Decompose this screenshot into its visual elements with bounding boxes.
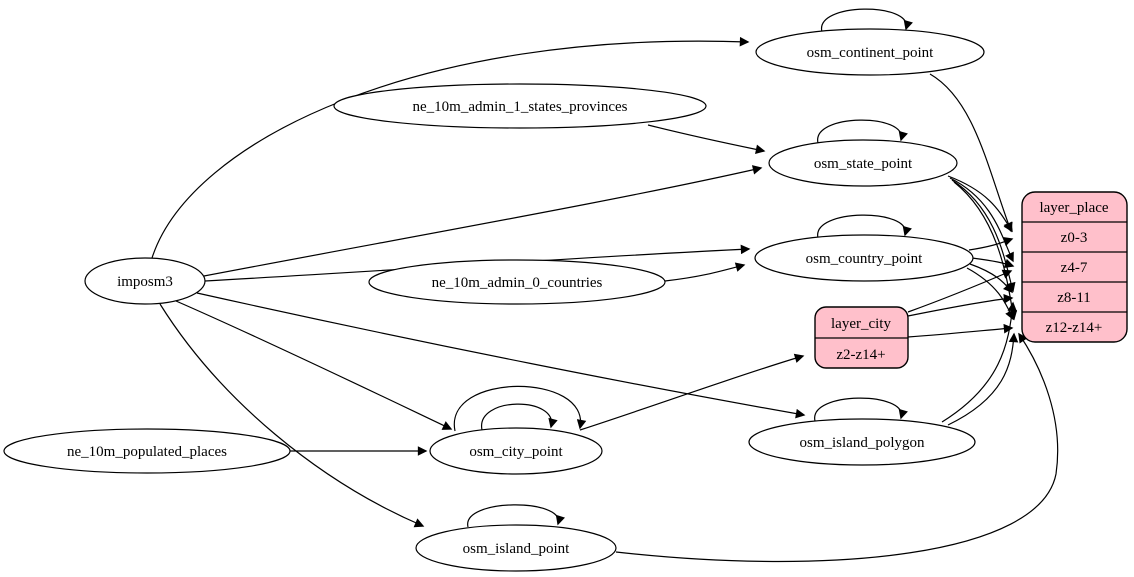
record-row-layer_city-z2-z14: z2-z14+: [836, 347, 885, 363]
edge-osm_continent_point-z0-3: [929, 73, 1013, 233]
self-loop-osm_island_point: [467, 504, 565, 528]
node-ellipse-imposm3: [84, 257, 206, 305]
node-osm_country_point: osm_country_point: [754, 234, 974, 282]
nodes-group: imposm3 ne_10m_admin_1_states_provinces …: [3, 28, 985, 572]
node-ellipse-ne_10m_admin_1_states_provinces: [333, 83, 707, 129]
self-loop-osm_state_point: [817, 119, 908, 144]
edge-osm_island_polygon-z12-z14: [947, 332, 1019, 426]
edge-osm_state_point-z4-7: [949, 177, 1014, 263]
record-layer_place: layer_place z0-3 z4-7 z8-11 z12-z14+: [1021, 191, 1128, 343]
edge-osm_state_point-z0-3: [947, 175, 1013, 233]
edge-osm_country_point-z8-11: [969, 263, 1013, 294]
node-label-ne_10m_populated_places: ne_10m_populated_places: [67, 444, 227, 460]
record-row-layer_place-z12-z14: z12-z14+: [1046, 320, 1103, 336]
edge-osm_island_point-z12-z14: [615, 332, 1059, 563]
record-row-layer_place-z8-11: z8-11: [1057, 290, 1091, 306]
record-row-layer_place-z0-3: z0-3: [1061, 230, 1088, 246]
node-label-osm_city_point: osm_city_point: [469, 444, 563, 460]
record-title-layer_city: layer_city: [831, 316, 891, 332]
self-loop-inner-osm_city_point: [481, 403, 558, 431]
edge-osm_state_point-z8-11: [951, 179, 1016, 293]
self-loop-outer-osm_city_point: [453, 385, 587, 432]
edge-layer_city-z4-7: [907, 269, 1013, 313]
edge-layer_city-z12-z14: [907, 323, 1014, 338]
self-loop-osm_island_polygon: [814, 397, 908, 422]
node-osm_island_polygon: osm_island_polygon: [748, 418, 976, 466]
edges-group: [151, 8, 1059, 563]
node-label-osm_island_polygon: osm_island_polygon: [799, 435, 925, 451]
node-label-imposm3: imposm3: [117, 274, 173, 290]
edge-imposm3-osm_city_point: [175, 300, 453, 430]
node-ellipse-ne_10m_populated_places: [3, 428, 291, 474]
record-layer_city: layer_city z2-z14+: [814, 306, 909, 369]
node-osm_island_point: osm_island_point: [415, 524, 617, 572]
node-label-osm_island_point: osm_island_point: [463, 541, 571, 557]
edge-imposm3-osm_island_point: [159, 303, 425, 528]
node-ellipse-ne_10m_admin_0_countries: [368, 259, 666, 305]
edge-ne_10m_admin_1_states_provinces-osm_state_point: [647, 124, 766, 155]
node-ne_10m_admin_0_countries: ne_10m_admin_0_countries: [368, 259, 666, 305]
edge-imposm3-osm_island_polygon: [196, 292, 806, 419]
node-ellipse-osm_island_polygon: [748, 418, 976, 466]
node-label-ne_10m_admin_1_states_provinces: ne_10m_admin_1_states_provinces: [413, 99, 628, 115]
record-title-layer_place: layer_place: [1039, 200, 1108, 216]
node-osm_state_point: osm_state_point: [768, 139, 958, 187]
node-ellipse-osm_continent_point: [755, 28, 985, 76]
edge-imposm3-osm_state_point: [203, 165, 763, 277]
node-osm_continent_point: osm_continent_point: [755, 28, 985, 76]
self-loop-osm_country_point: [817, 214, 912, 239]
node-imposm3: imposm3: [84, 257, 206, 305]
self-loop-osm_continent_point: [821, 8, 913, 33]
record-row-layer_place-z4-7: z4-7: [1061, 260, 1088, 276]
node-ellipse-osm_island_point: [415, 524, 617, 572]
edge-imposm3-osm_continent_point: [151, 36, 750, 259]
edge-ne_10m_admin_0_countries-osm_country_point: [664, 262, 746, 282]
edge-osm_island_polygon-z8-11: [941, 301, 1018, 423]
record-box-layer_place: [1021, 191, 1128, 343]
node-ne_10m_populated_places: ne_10m_populated_places: [3, 428, 291, 474]
node-label-osm_country_point: osm_country_point: [806, 251, 923, 267]
edge-layer_city-z8-11: [907, 294, 1014, 317]
node-ellipse-osm_city_point: [429, 427, 603, 475]
edge-osm_country_point-z4-7: [971, 257, 1015, 268]
node-label-ne_10m_admin_0_countries: ne_10m_admin_0_countries: [432, 275, 603, 291]
node-ne_10m_admin_1_states_provinces: ne_10m_admin_1_states_provinces: [333, 83, 707, 129]
node-ellipse-osm_country_point: [754, 234, 974, 282]
node-osm_city_point: osm_city_point: [429, 427, 603, 475]
edge-osm_city_point-layer_city: [579, 353, 805, 431]
node-label-osm_state_point: osm_state_point: [814, 156, 913, 172]
node-label-osm_continent_point: osm_continent_point: [807, 45, 934, 61]
node-ellipse-osm_state_point: [768, 139, 958, 187]
edge-osm_country_point-z0-3: [968, 237, 1014, 251]
